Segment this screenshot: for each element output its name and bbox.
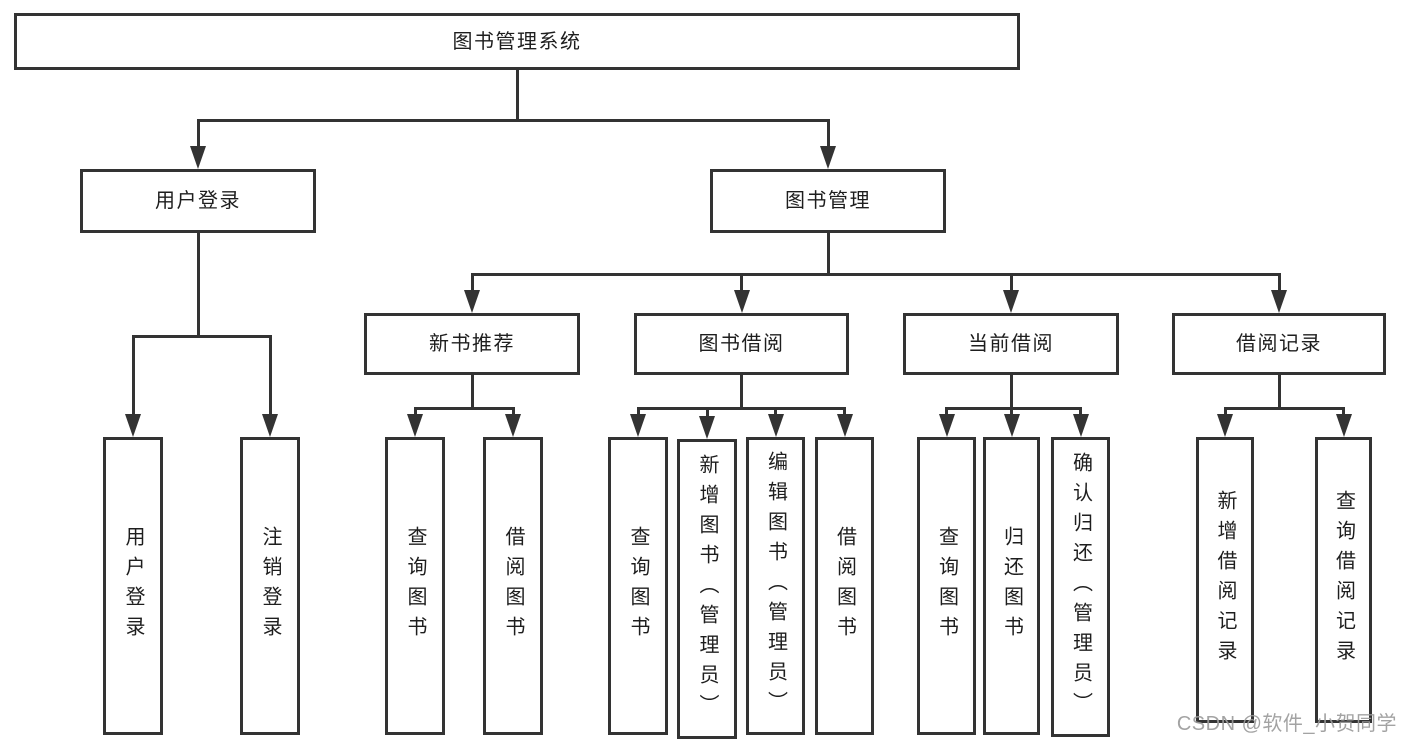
connector-stem-line xyxy=(470,273,474,292)
node-mgmt: 图书管理 xyxy=(710,169,946,233)
connector-branch-line xyxy=(196,119,830,122)
connector-stem-line xyxy=(1277,273,1281,292)
connector-stem-line xyxy=(1079,407,1082,416)
node-label-leaf-borrow-book-2: 借阅图书 xyxy=(833,526,856,646)
node-leaf-edit-book: 编辑图书（管理员） xyxy=(746,437,805,735)
arrowhead-down-icon xyxy=(820,146,836,169)
arrowhead-down-icon xyxy=(699,416,715,439)
node-records: 借阅记录 xyxy=(1172,313,1386,375)
node-leaf-search-record: 查询借阅记录 xyxy=(1315,437,1372,723)
arrowhead-down-icon xyxy=(1003,414,1020,437)
connector-stem-line xyxy=(1277,374,1281,409)
node-label-current: 当前借阅 xyxy=(968,333,1054,355)
connector-stem-line xyxy=(196,119,200,148)
connector-stem-line xyxy=(470,374,474,409)
arrowhead-down-icon xyxy=(836,414,853,437)
connector-branch-line xyxy=(636,407,846,410)
node-label-borrow: 图书借阅 xyxy=(698,333,785,355)
node-label-root: 图书管理系统 xyxy=(452,30,582,53)
node-current: 当前借阅 xyxy=(903,313,1119,375)
connector-branch-line xyxy=(1223,407,1345,410)
connector-stem-line xyxy=(511,407,515,416)
arrowhead-down-icon xyxy=(1072,414,1089,437)
node-leaf-logout: 注销登录 xyxy=(240,437,300,735)
node-leaf-search-book-1: 查询图书 xyxy=(385,437,445,735)
arrowhead-down-icon xyxy=(938,414,955,437)
connector-stem-line xyxy=(1342,407,1345,416)
node-leaf-add-record: 新增借阅记录 xyxy=(1196,437,1254,723)
connector-stem-line xyxy=(196,232,200,337)
node-label-leaf-add-book: 新增图书（管理员） xyxy=(696,454,718,724)
node-label-leaf-return-book: 归还图书 xyxy=(1000,526,1023,646)
node-leaf-borrow-book-1: 借阅图书 xyxy=(483,437,543,735)
connector-branch-line xyxy=(945,407,1082,410)
node-label-leaf-edit-book: 编辑图书（管理员） xyxy=(764,451,787,721)
node-label-leaf-user-login: 用户登录 xyxy=(122,526,144,646)
node-newrec: 新书推荐 xyxy=(364,313,580,375)
connector-stem-line xyxy=(268,335,272,416)
connector-stem-line xyxy=(515,69,519,121)
arrowhead-down-icon xyxy=(262,414,278,437)
node-leaf-add-book: 新增图书（管理员） xyxy=(677,439,737,739)
node-label-leaf-logout: 注销登录 xyxy=(259,526,281,646)
arrowhead-down-icon xyxy=(733,290,750,313)
node-borrow: 图书借阅 xyxy=(634,313,849,375)
arrowhead-down-icon xyxy=(407,414,423,437)
node-label-leaf-search-book-2: 查询图书 xyxy=(627,526,649,646)
arrowhead-down-icon xyxy=(1003,290,1019,313)
connector-branch-line xyxy=(470,273,1281,276)
connector-stem-line xyxy=(740,273,743,292)
connector-stem-line xyxy=(945,407,948,416)
connector-stem-line xyxy=(843,407,846,416)
node-label-mgmt: 图书管理 xyxy=(785,190,871,212)
connector-branch-line xyxy=(131,335,272,338)
node-login: 用户登录 xyxy=(80,169,316,233)
csdn-watermark: CSDN @软件_小贺同学 xyxy=(1176,713,1397,735)
connector-branch-line xyxy=(413,407,515,410)
arrowhead-down-icon xyxy=(125,414,141,437)
connector-stem-line xyxy=(740,374,743,409)
arrowhead-down-icon xyxy=(464,290,480,313)
arrowhead-down-icon xyxy=(767,414,784,437)
node-leaf-search-book-3: 查询图书 xyxy=(917,437,976,735)
node-leaf-return-book: 归还图书 xyxy=(983,437,1040,735)
node-label-newrec: 新书推荐 xyxy=(429,333,515,355)
node-label-leaf-add-record: 新增借阅记录 xyxy=(1214,490,1236,670)
connector-stem-line xyxy=(774,407,777,416)
node-label-login: 用户登录 xyxy=(155,190,241,212)
node-leaf-user-login: 用户登录 xyxy=(103,437,163,735)
node-leaf-search-book-2: 查询图书 xyxy=(608,437,668,735)
node-label-leaf-borrow-book-1: 借阅图书 xyxy=(502,526,524,646)
arrowhead-down-icon xyxy=(630,414,646,437)
connector-stem-line xyxy=(705,407,709,418)
node-label-leaf-search-book-3: 查询图书 xyxy=(935,526,958,646)
arrowhead-down-icon xyxy=(505,414,521,437)
connector-stem-line xyxy=(636,407,640,416)
arrowhead-down-icon xyxy=(1271,290,1287,313)
connector-stem-line xyxy=(1009,273,1013,292)
arrowhead-down-icon xyxy=(1217,414,1233,437)
connector-stem-line xyxy=(826,119,830,148)
node-leaf-borrow-book-2: 借阅图书 xyxy=(815,437,874,735)
arrowhead-down-icon xyxy=(1335,414,1352,437)
connector-stem-line xyxy=(1223,407,1227,416)
node-label-leaf-search-book-1: 查询图书 xyxy=(404,526,426,646)
connector-stem-line xyxy=(131,335,135,416)
arrowhead-down-icon xyxy=(190,146,206,169)
connector-stem-line xyxy=(826,232,830,275)
connector-stem-line xyxy=(413,407,417,416)
node-label-records: 借阅记录 xyxy=(1236,333,1322,355)
node-label-leaf-search-record: 查询借阅记录 xyxy=(1332,490,1355,670)
node-label-leaf-confirm-return: 确认归还（管理员） xyxy=(1069,452,1092,722)
connector-stem-line xyxy=(1009,374,1013,409)
node-root: 图书管理系统 xyxy=(14,13,1020,70)
node-leaf-confirm-return: 确认归还（管理员） xyxy=(1051,437,1110,737)
connector-stem-line xyxy=(1010,407,1013,416)
